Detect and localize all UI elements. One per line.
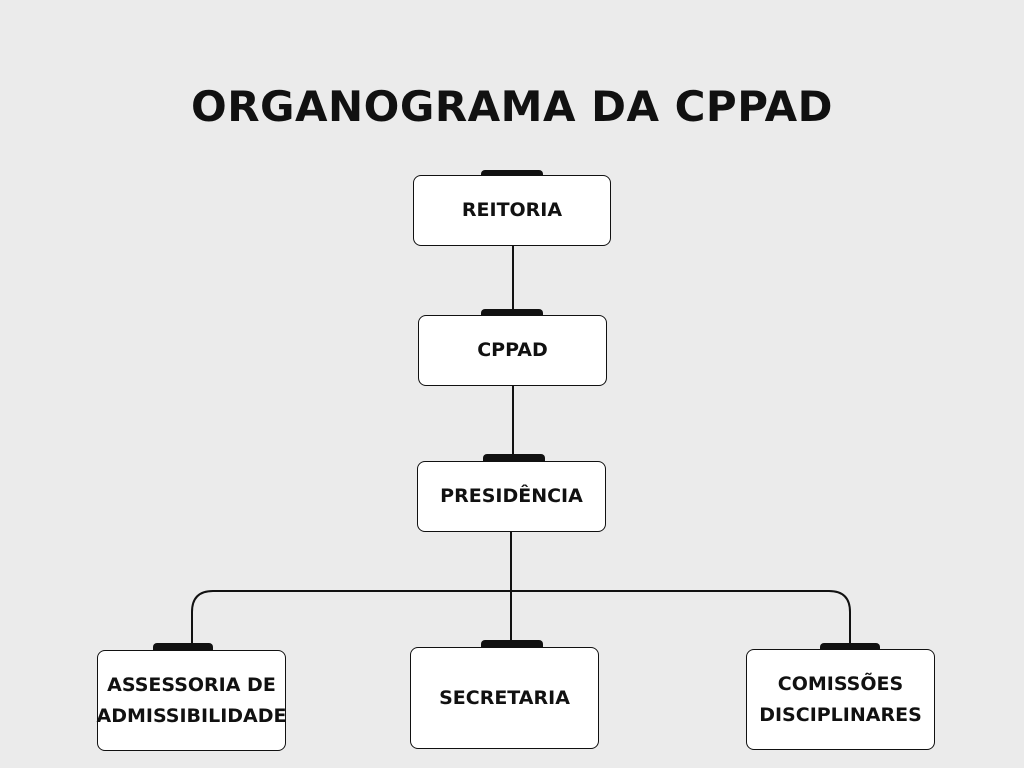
node-tab — [820, 643, 880, 650]
node-tab — [481, 170, 543, 177]
diagram-title: ORGANOGRAMA DA CPPAD — [190, 82, 833, 131]
node-label-line1: COMISSÕES — [777, 672, 904, 695]
node-comissoes: COMISSÕES DISCIPLINARES — [746, 649, 935, 750]
node-label: SECRETARIA — [439, 686, 570, 709]
node-tab — [481, 640, 543, 647]
node-presidencia: PRESIDÊNCIA — [417, 461, 606, 532]
node-assessoria: ASSESSORIA DE ADMISSIBILIDADE — [96, 650, 287, 751]
node-reitoria: REITORIA — [413, 175, 611, 246]
node-tab — [483, 454, 545, 461]
node-label-line1: ASSESSORIA DE — [107, 673, 276, 696]
node-label: CPPAD — [477, 339, 548, 361]
node-tab — [481, 309, 543, 316]
node-tab — [153, 643, 213, 650]
node-label: PRESIDÊNCIA — [440, 485, 583, 507]
node-secretaria: SECRETARIA — [410, 647, 599, 749]
node-label: REITORIA — [461, 199, 563, 221]
node-cppad: CPPAD — [418, 315, 607, 386]
connector-branch — [191, 590, 851, 643]
node-label-line2: DISCIPLINARES — [759, 703, 922, 726]
node-label-line2: ADMISSIBILIDADE — [96, 704, 287, 727]
